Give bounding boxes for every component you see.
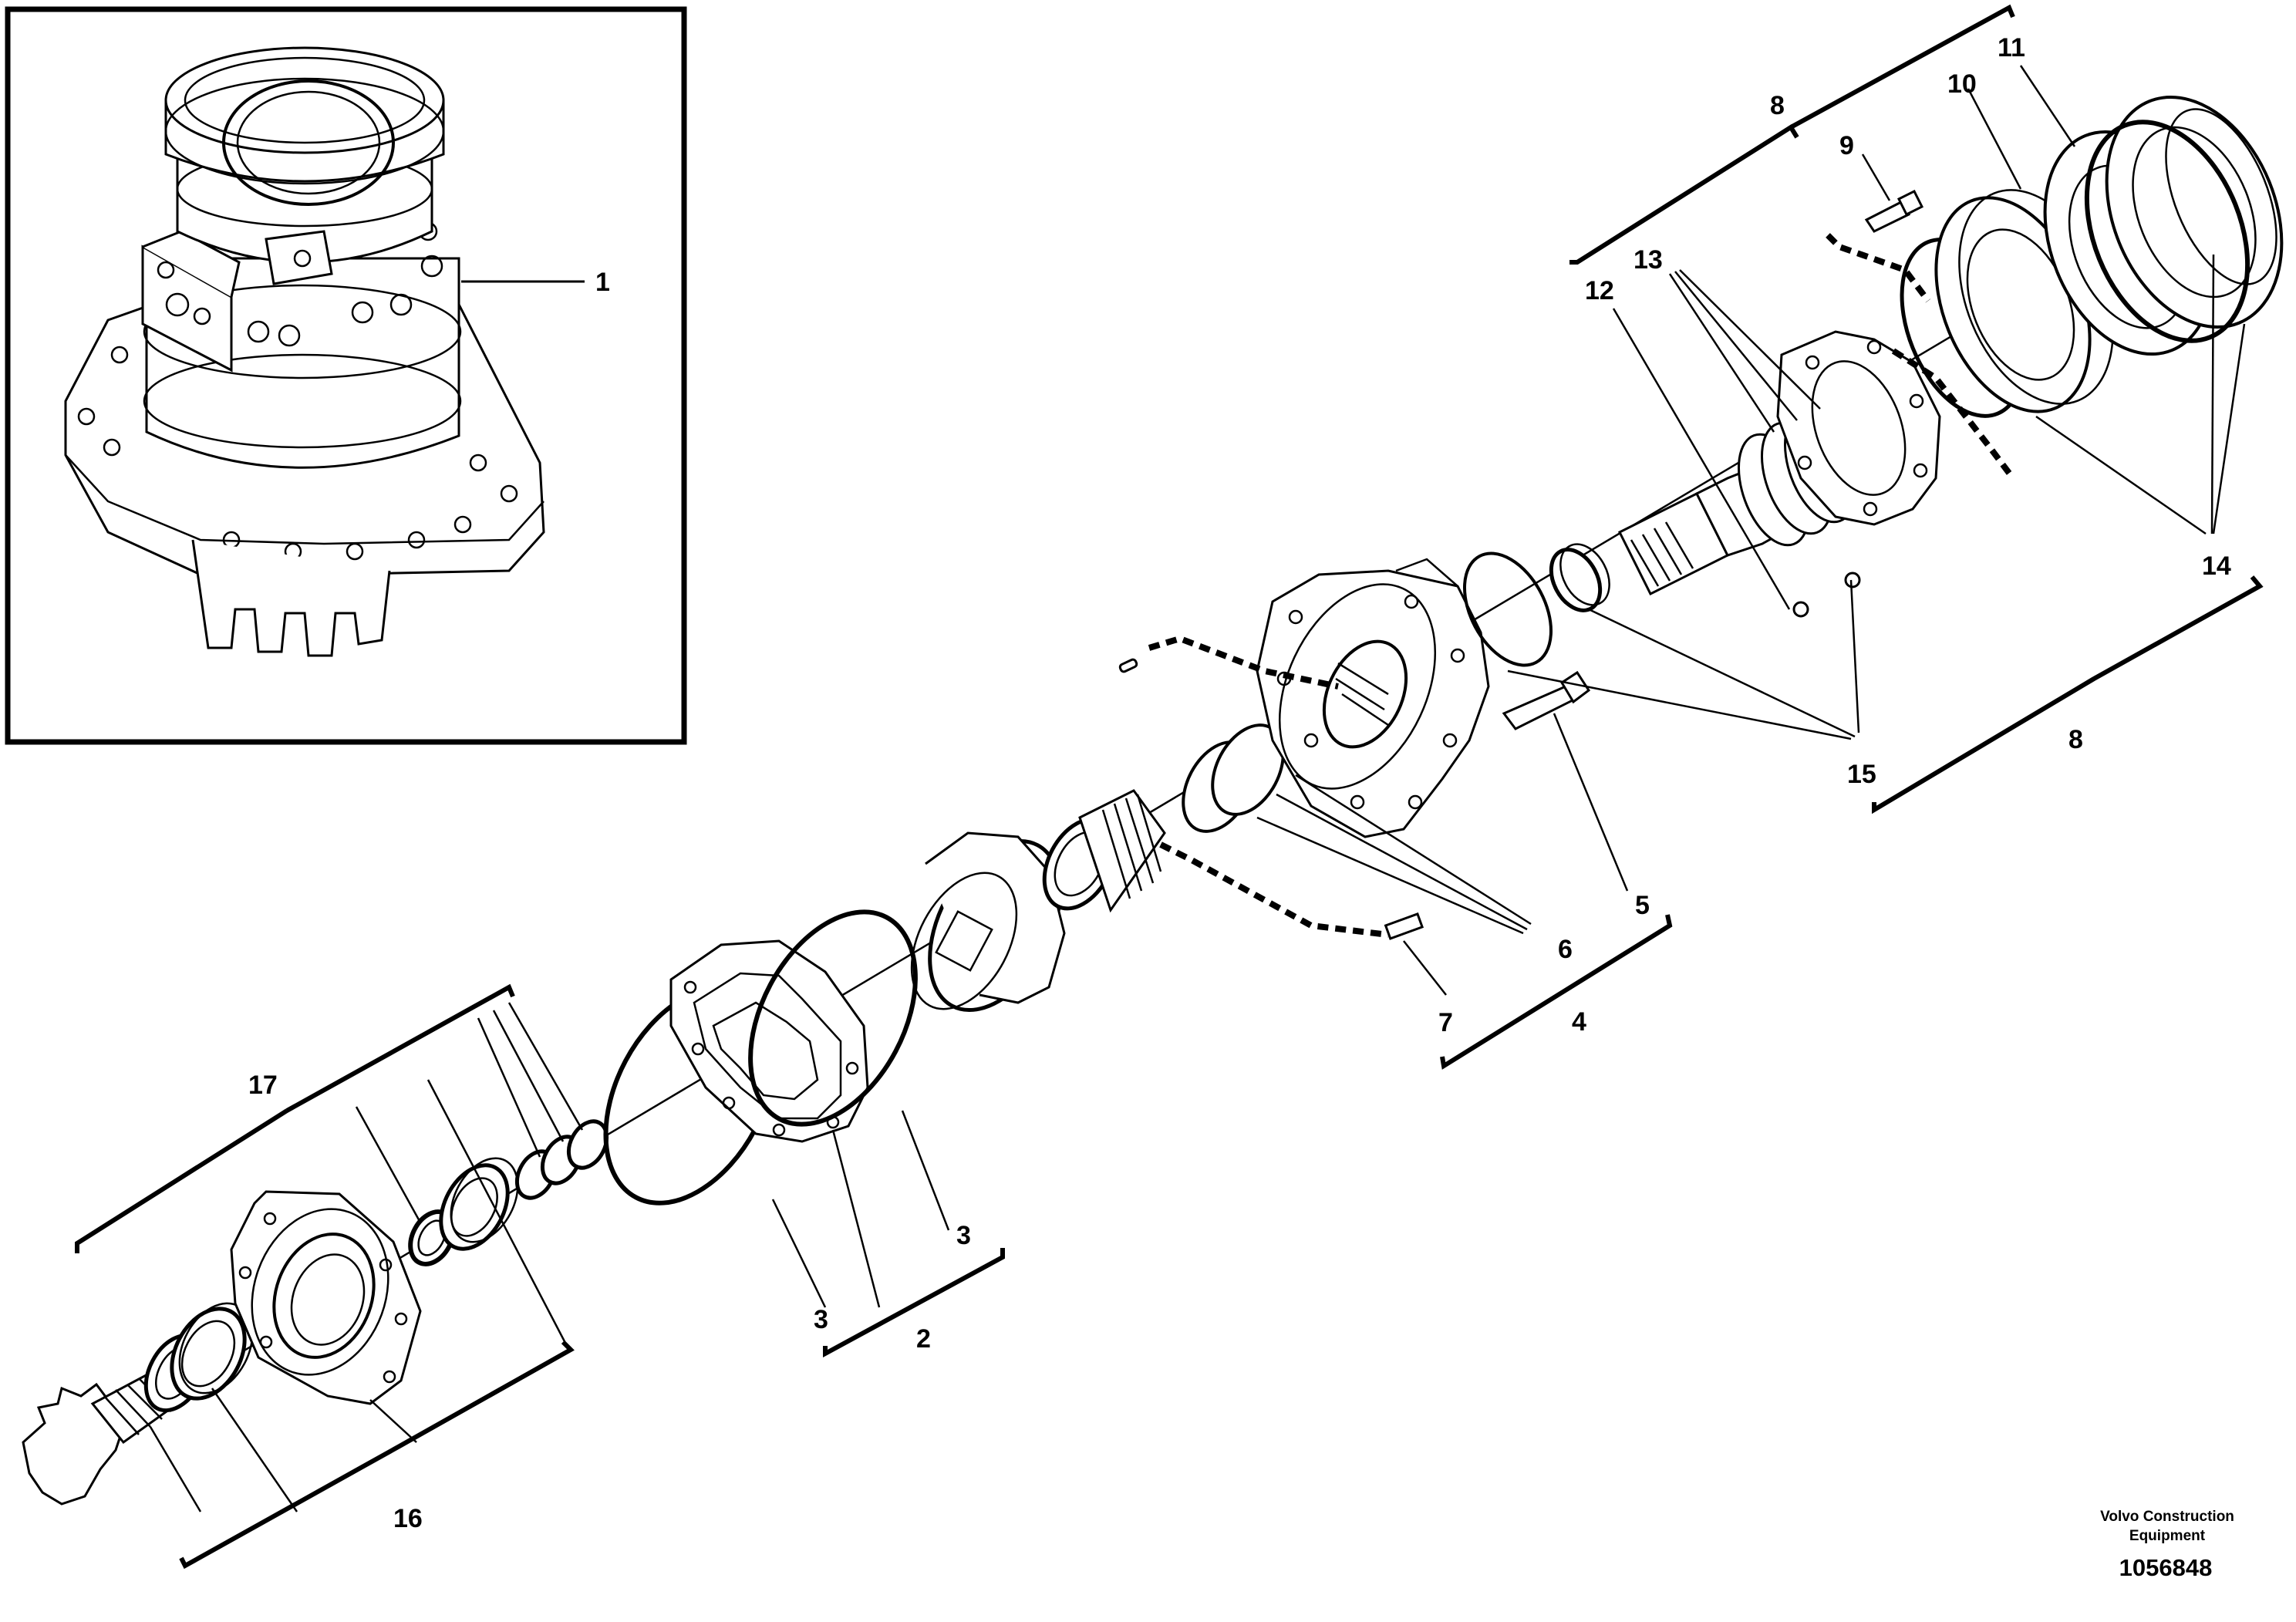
hidden-line-pin [1148,635,1339,690]
brake-housing [1256,558,1490,838]
callout-2: 2 [916,1324,931,1354]
bracket-2 [823,1248,1005,1358]
bracket-8-top [1569,4,2015,265]
lower-bearing [170,1302,254,1401]
callout-12: 12 [1585,276,1614,305]
callout-6: 6 [1558,935,1573,964]
hidden-line-spring [1159,841,1389,938]
callout-13: 13 [1633,245,1663,275]
callout-15: 15 [1847,760,1876,789]
o-ring-rear [748,909,918,1127]
callout-11: 11 [1998,33,2025,62]
bracket-17 [75,983,515,1253]
bracket-4 [1440,914,1673,1070]
end-cover [2105,96,2284,329]
credit-line-2: Equipment [2129,1528,2206,1544]
assembled-swing-motor-illustration [64,46,545,657]
cap-screw [1502,670,1591,730]
upper-bearing [439,1157,519,1251]
callout-17: 17 [248,1071,278,1100]
bearing-housing [230,1190,422,1405]
bracket-8-bottom [1872,575,2264,814]
callout-3a: 3 [814,1305,828,1334]
hex-screw [1864,189,1924,233]
callout-16: 16 [393,1504,423,1533]
callout-9: 9 [1839,131,1854,160]
callout-5: 5 [1635,891,1650,920]
set-screw [1792,601,1809,618]
callout-8a: 8 [1770,91,1785,120]
callout-1: 1 [595,268,610,297]
planet-carrier [1776,330,1941,526]
group-brackets [75,4,2264,1570]
leader-lines [149,65,2246,1512]
assembly-inset: 1 [5,6,687,745]
callout-8b: 8 [2068,725,2083,754]
exploded-view [22,96,2284,1506]
bracket-16 [179,1340,575,1570]
shim-ring [566,1119,609,1170]
gerotor-set [669,939,869,1143]
footer: Volvo Construction Equipment 1056848 [2100,1509,2234,1581]
valve-drum [910,831,1066,1013]
spring [1384,912,1424,940]
document-number: 1056848 [2119,1554,2213,1581]
dowel-pin [1118,658,1138,673]
retaining-ring [2084,120,2250,343]
callout-10: 10 [1947,69,1977,99]
callout-4: 4 [1572,1007,1586,1037]
hidden-line-upper [1826,233,1931,303]
callout-7: 7 [1438,1008,1453,1037]
piston-assembly [1042,789,1166,913]
callout-3b: 3 [956,1221,971,1250]
credit-line-1: Volvo Construction [2100,1509,2234,1525]
callout-14: 14 [2202,551,2231,581]
set-screw [1844,572,1861,588]
hidden-line-lower [1891,348,2016,481]
callout-labels: 2 3 3 4 5 6 7 8 8 9 10 11 12 13 14 15 16… [248,33,2231,1533]
snap-ring [1549,548,1603,612]
inset-frame [5,6,687,745]
o-ring-gasket [1462,551,1553,667]
